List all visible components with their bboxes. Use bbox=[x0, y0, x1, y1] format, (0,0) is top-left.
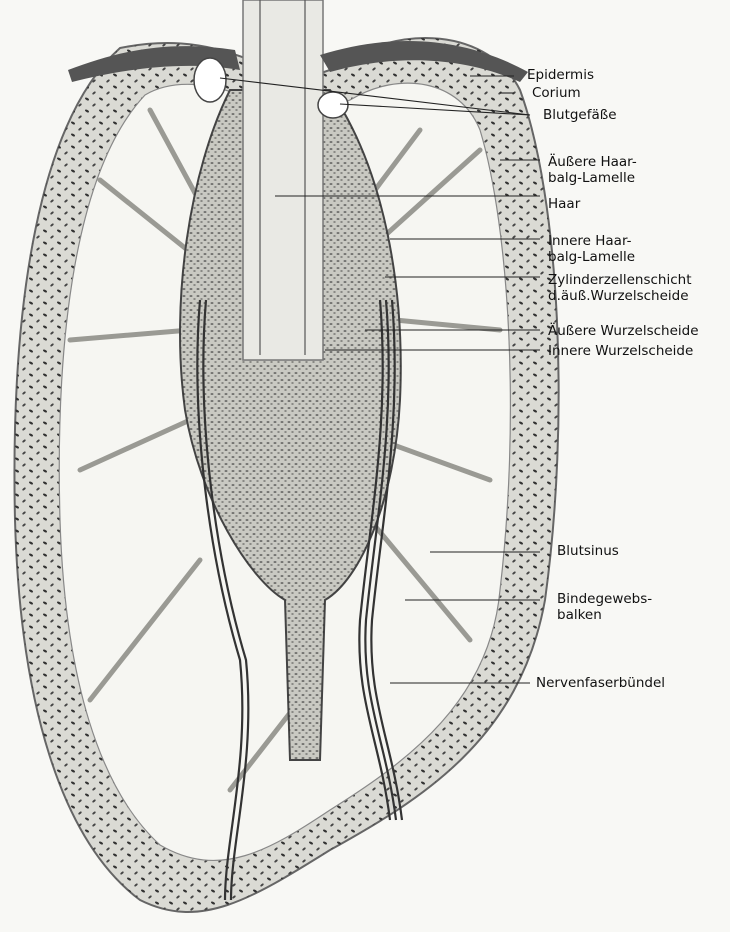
label-nervenfaserbuendel: Nervenfaserbündel bbox=[536, 675, 665, 691]
blood-vessel-right bbox=[318, 92, 348, 118]
blood-vessel-left bbox=[194, 58, 226, 102]
label-zylinderzellenschicht: Zylinderzellenschicht d.äuß.Wurzelscheid… bbox=[548, 272, 692, 304]
label-aeussere-wurzelscheide: Äußere Wurzelscheide bbox=[548, 323, 699, 339]
label-innere-wurzelscheide: Innere Wurzelscheide bbox=[548, 343, 693, 359]
label-aeussere-haarbalg-lamelle: Äußere Haar- balg-Lamelle bbox=[548, 154, 637, 186]
label-epidermis: Epidermis bbox=[527, 67, 594, 83]
label-blutsinus: Blutsinus bbox=[557, 543, 619, 559]
label-bindegewebsbalken: Bindegewebs- balken bbox=[557, 591, 652, 623]
label-haar: Haar bbox=[548, 196, 580, 212]
hair-shaft bbox=[243, 0, 323, 360]
label-corium: Corium bbox=[532, 85, 581, 101]
label-blutgefaesse: Blutgefäße bbox=[543, 107, 617, 123]
label-innere-haarbalg-lamelle: Innere Haar- balg-Lamelle bbox=[548, 233, 635, 265]
